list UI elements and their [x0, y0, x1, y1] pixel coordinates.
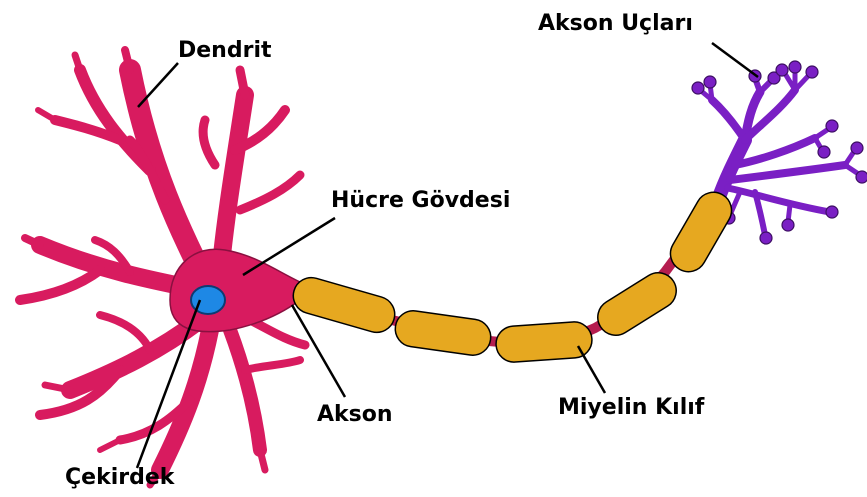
label-dendrit: Dendrit	[178, 38, 272, 63]
myelin-segment	[664, 186, 738, 278]
label-akson-uclari: Akson Uçları	[538, 11, 693, 36]
label-akson: Akson	[317, 402, 393, 427]
myelin-segment	[495, 321, 593, 364]
leader-hucre-govdesi	[243, 218, 335, 275]
label-miyelin-kilif: Miyelin Kılıf	[558, 395, 705, 420]
leader-miyelin-kilif	[578, 346, 605, 393]
label-cekirdek: Çekirdek	[65, 465, 176, 490]
myelin-segment	[591, 266, 683, 342]
myelin-segment	[393, 308, 493, 357]
cell-body	[170, 249, 300, 331]
leader-akson-uclari	[712, 43, 758, 77]
label-hucre-govdesi: Hücre Gövdesi	[331, 188, 510, 213]
